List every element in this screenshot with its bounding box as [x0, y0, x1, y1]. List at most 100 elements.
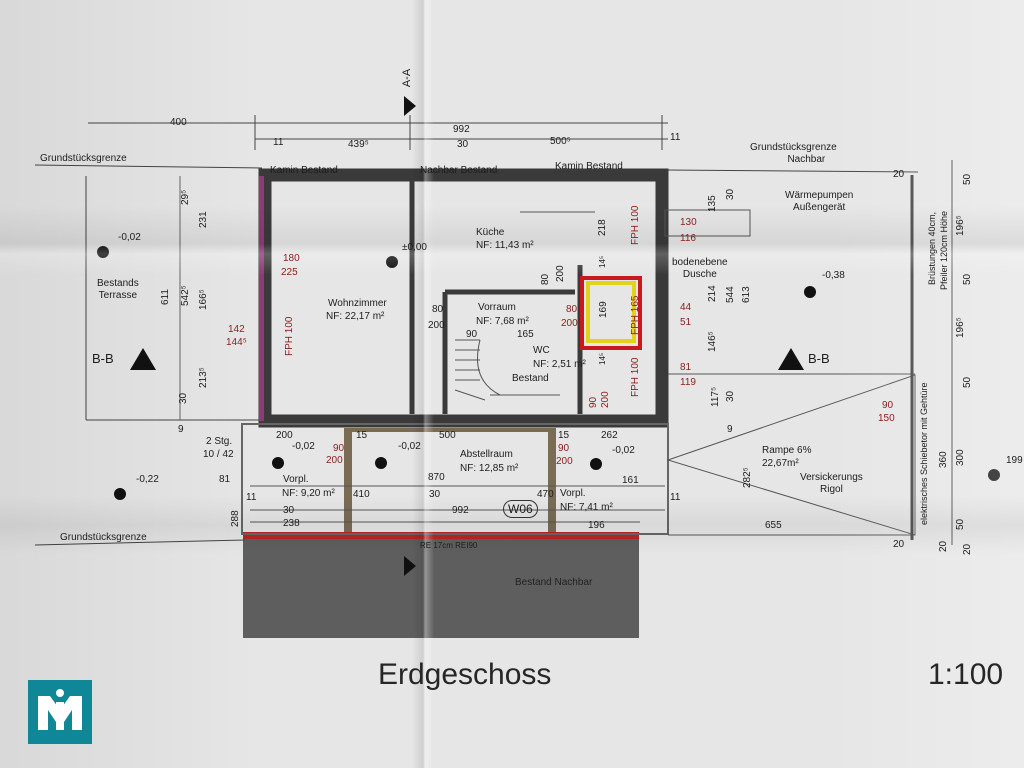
house-outer-walls — [258, 168, 669, 428]
dim-label: 218 — [597, 219, 608, 236]
dim-label: 29⁵ — [180, 189, 191, 205]
photo-shade-left — [0, 0, 260, 768]
company-logo — [28, 680, 92, 744]
dim-label: FPH 100 — [630, 205, 641, 245]
room-vorraum-area: NF: 7,68 m² — [476, 316, 529, 327]
dim-label: 410 — [353, 489, 370, 500]
neighbor-existing-label: Nachbar Bestand — [420, 165, 498, 176]
window-tag: W06 — [503, 500, 538, 518]
dim-label: 288 — [230, 510, 241, 527]
dim-label: 196⁵ — [955, 317, 966, 338]
dim-label: FPH 100 — [630, 357, 641, 397]
room-wohnzimmer-name: Wohnzimmer — [328, 298, 387, 309]
dim-label: 213⁵ — [198, 367, 209, 388]
dim-label: 200 — [555, 265, 566, 282]
parapet-note-label: Brüstungen 40cm, — [927, 211, 937, 285]
dim-label: 166⁵ — [198, 289, 209, 310]
neighbor-building-block — [243, 534, 639, 638]
room-rampe-area: 22,67m² — [762, 458, 799, 469]
stairs-label: 2 Stg. — [206, 436, 233, 447]
dim-label: 20 — [938, 540, 949, 552]
boundary-neighbor-label: Grundstücksgrenze Nachbar — [750, 142, 837, 165]
dim-label: 542⁵ — [180, 285, 191, 306]
room-abstellraum-area: NF: 12,85 m² — [460, 463, 519, 474]
dim-label: 44 — [680, 302, 692, 313]
neighbor-block-label: Bestand Nachbar — [515, 577, 593, 588]
dim-label: 180 — [283, 253, 300, 264]
dim-label: 80 — [566, 304, 578, 315]
section-arrow-left — [130, 348, 156, 370]
room-dusche-name: bodenebene Dusche — [672, 257, 728, 280]
dim-label: FPH 100 — [284, 316, 295, 356]
level-ground: ±0,00 — [402, 242, 427, 253]
stairs-dim-label: 10 / 42 — [203, 449, 234, 460]
section-b-left-label: B-B — [92, 351, 114, 366]
annex-pillar-left — [344, 428, 352, 532]
room-vorpl-left-area: NF: 9,20 m² — [282, 488, 335, 499]
dim-label: 117⁵ — [710, 386, 721, 407]
dim-label: 30 — [725, 390, 736, 402]
dim-label: 20 — [962, 543, 973, 555]
room-terrasse-name: Bestands Terrasse — [97, 278, 139, 301]
dim-label: 300 — [955, 449, 966, 466]
dim-label: 90 — [882, 400, 894, 411]
level-vorpl-left: -0,02 — [292, 441, 315, 452]
dim-label: 161 — [622, 475, 639, 486]
section-b-right-label: B-B — [808, 351, 830, 366]
room-wc-name: WC — [533, 345, 550, 356]
room-vorpl-left-name: Vorpl. — [283, 474, 309, 485]
staircase — [454, 339, 560, 401]
dim-label: 360 — [938, 451, 949, 468]
room-kueche-name: Küche — [476, 227, 505, 238]
insulation-left — [259, 176, 264, 421]
boundary-line-top — [34, 164, 263, 169]
dim-label: 90 — [466, 329, 478, 340]
section-a-label: A-A — [401, 68, 414, 88]
dim-label: 90 — [588, 396, 599, 408]
dim-label: 50 — [962, 273, 973, 285]
annex-pillar-right — [548, 428, 556, 532]
dim-label: 500 — [439, 430, 456, 441]
dim-label: 225 — [281, 267, 298, 278]
dim-label: 14⁵ — [598, 352, 607, 365]
gate-note-label: elektrisches Schiebetor mit Gehtüre — [919, 382, 929, 525]
section-arrow-bottom — [404, 556, 416, 576]
dim-label: 214 — [707, 285, 718, 302]
dim-label: 20 — [893, 539, 905, 550]
dim-label: 200 — [556, 456, 573, 467]
dim-label: 470 — [537, 489, 554, 500]
boundary-line-bottom — [34, 539, 246, 546]
level-terrasse: -0,02 — [118, 232, 141, 243]
kamin-right-label: Kamin Bestand — [555, 161, 623, 172]
dim-label: 14⁵ — [598, 255, 607, 268]
dim-label: 30 — [457, 139, 469, 150]
dim-label: 613 — [741, 286, 752, 303]
annex-outline — [241, 423, 669, 535]
dim-label: 50 — [955, 518, 966, 530]
dim-label: 200 — [428, 320, 445, 331]
dim-label: 231 — [198, 211, 209, 228]
level-marker-icon — [97, 246, 1000, 500]
section-arrow-top — [404, 96, 416, 116]
dim-label: 165 — [517, 329, 534, 340]
room-vorraum-name: Vorraum — [478, 302, 516, 313]
dim-label: 200 — [326, 455, 343, 466]
dim-label: 90 — [558, 443, 570, 454]
dim-label: 11 — [670, 132, 681, 143]
dim-label: 992 — [452, 505, 469, 516]
dim-label: 30 — [283, 505, 295, 516]
dim-label: 51 — [680, 317, 692, 328]
dim-label: 200 — [600, 391, 611, 408]
dim-label: 20 — [893, 169, 905, 180]
dim-label: 30 — [725, 188, 736, 200]
paper-fold-vertical — [412, 0, 434, 768]
boundary-bottom-label: Grundstücksgrenze — [60, 532, 147, 543]
room-vorpl-right-area: NF: 7,41 m² — [560, 502, 613, 513]
boundary-line-right — [664, 169, 919, 173]
dim-label: 116 — [680, 233, 696, 244]
dim-label: 11 — [273, 137, 284, 148]
dim-label: 196 — [588, 520, 605, 531]
room-rampe-name: Rampe 6% — [762, 445, 812, 456]
section-arrow-right — [778, 348, 804, 370]
